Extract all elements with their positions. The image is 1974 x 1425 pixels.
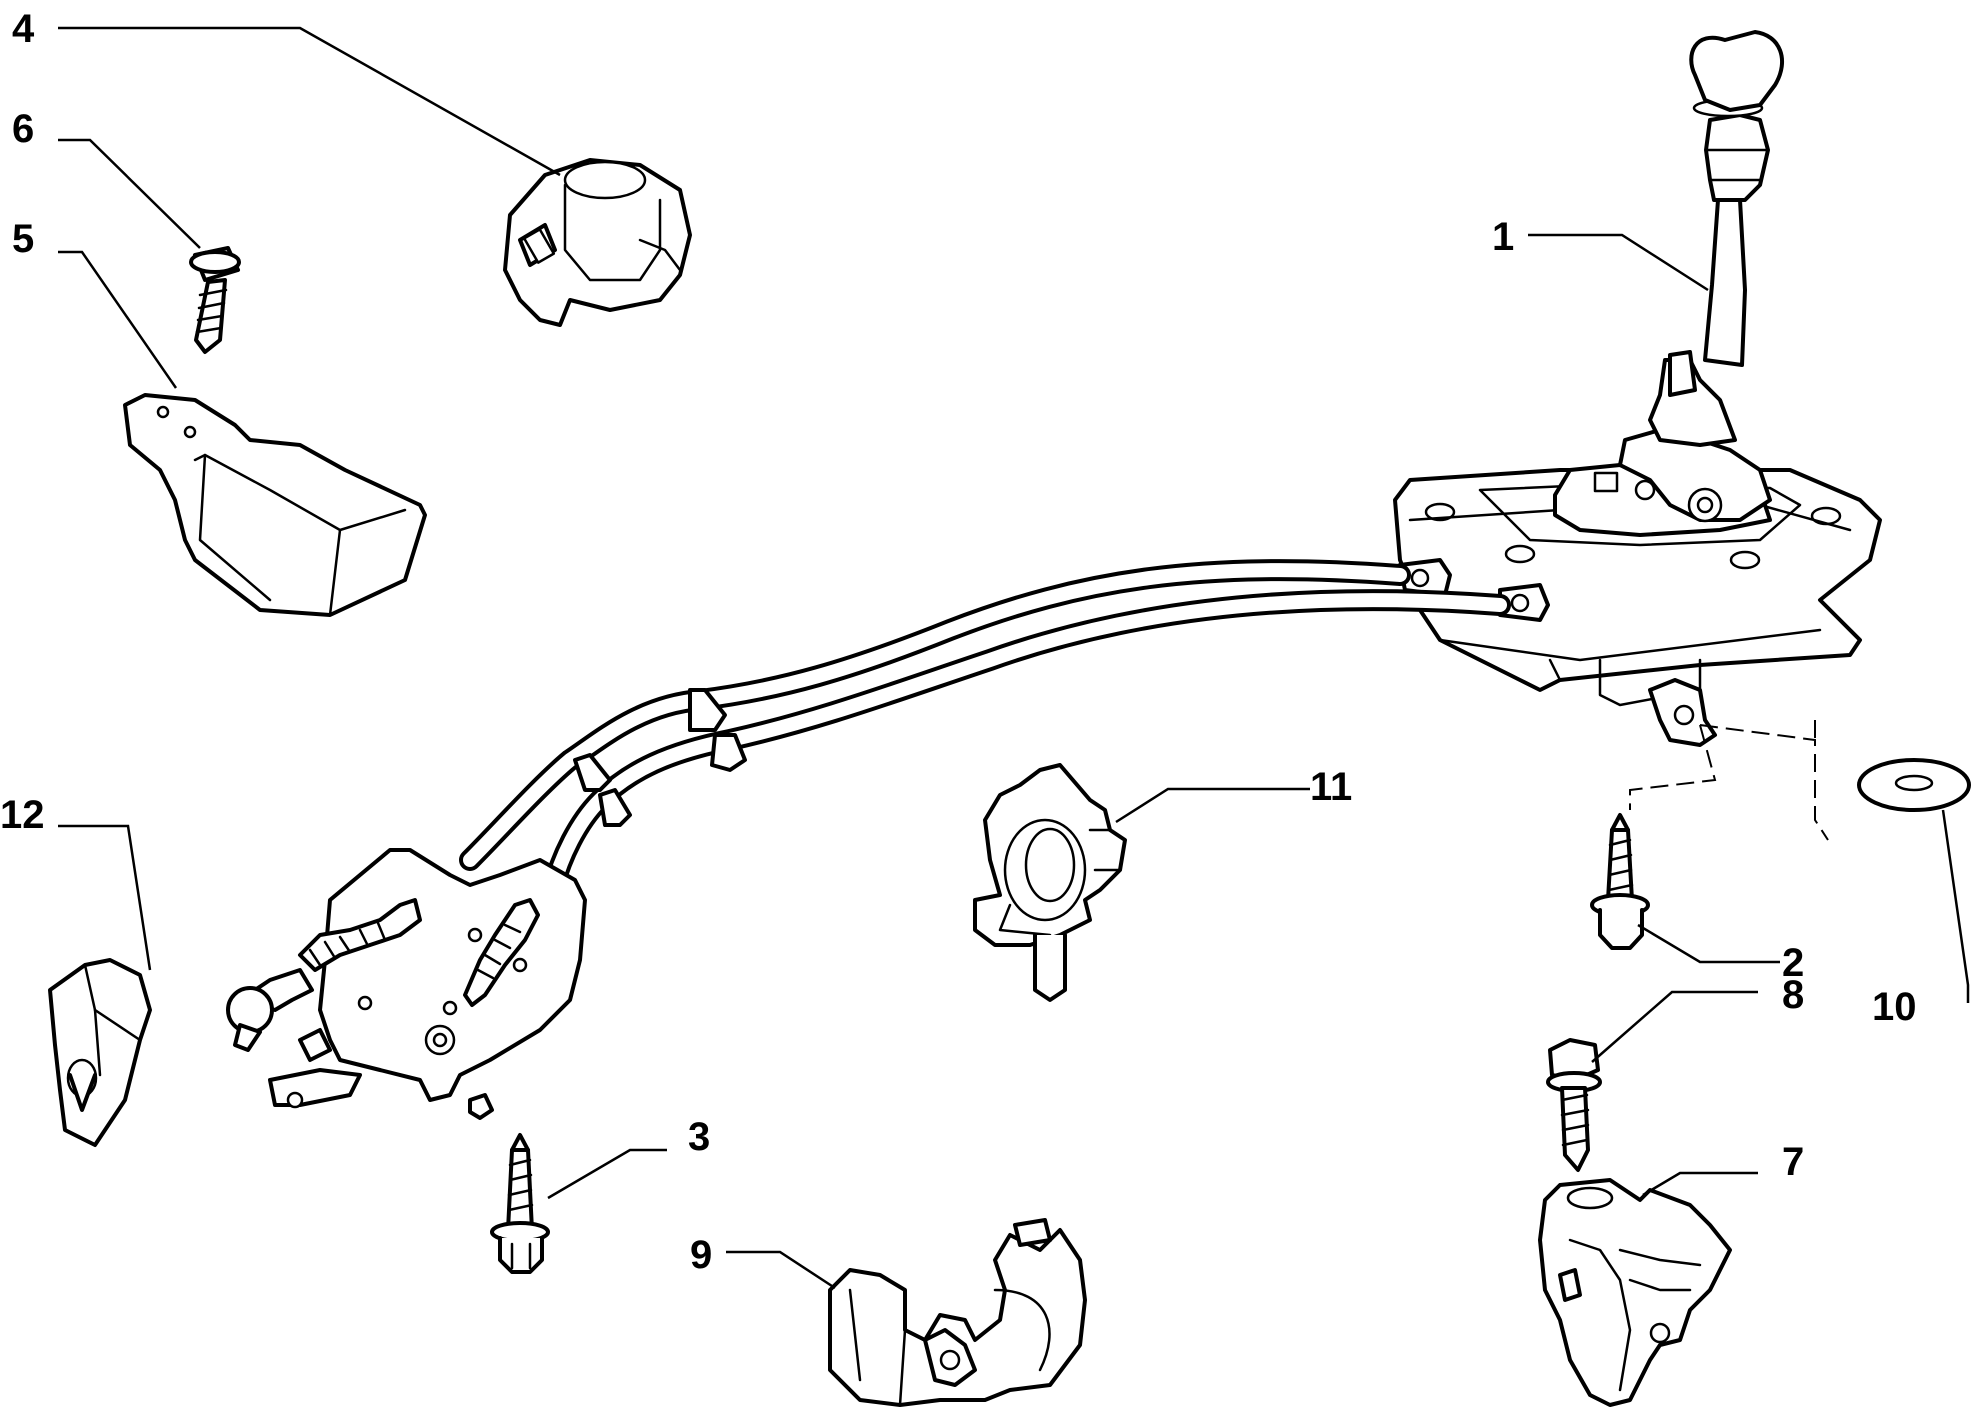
part-1-gear-lever-assembly: [1393, 30, 1882, 747]
gearbox-linkage-bracket: [226, 848, 587, 1120]
leader-lines: [58, 26, 1970, 1290]
callout-9: 9: [690, 1233, 712, 1277]
part-9-clip: [828, 1218, 1087, 1407]
callout-4: 4: [12, 7, 35, 51]
callout-10: 10: [1872, 985, 1917, 1029]
part-11-bushing: [973, 763, 1127, 1002]
callout-2: 2: [1782, 941, 1804, 985]
callout-1: 1: [1492, 215, 1514, 259]
callout-6: 6: [12, 107, 34, 151]
callout-12: 12: [0, 793, 45, 837]
callout-11: 11: [1310, 765, 1352, 809]
part-3-bolt: [490, 1133, 550, 1274]
callout-5: 5: [12, 217, 34, 261]
gear-cables: [459, 559, 1511, 911]
callout-3: 3: [688, 1115, 710, 1159]
part-7-bracket: [1538, 1178, 1732, 1407]
part-12-clip: [48, 958, 152, 1147]
callout-7: 7: [1782, 1140, 1804, 1184]
part-5-block: [123, 393, 427, 617]
callout-8: 8: [1782, 973, 1804, 1017]
part-4-grommet: [503, 158, 692, 327]
part-8-bolt: [1546, 1038, 1602, 1172]
part-10-washer: [1857, 758, 1971, 812]
callout-labels: 1 2 3 4 5 6 7 8 9 10 11 12: [0, 7, 1917, 1277]
part-2-bolt: [1590, 813, 1650, 950]
part-6-screw: [189, 246, 241, 354]
